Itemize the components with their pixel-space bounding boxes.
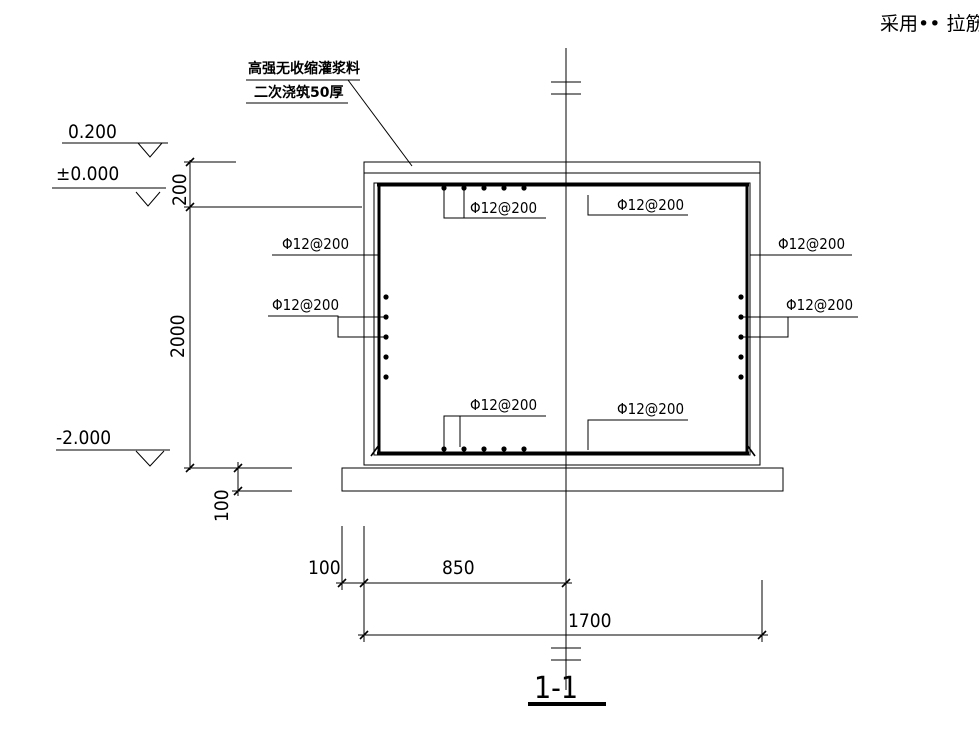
grout-note-line1: 高强无收缩灌浆料: [248, 60, 360, 77]
leader-line: [268, 315, 384, 338]
rebar-label-text: Φ12@200: [470, 396, 537, 414]
rebar-label-text: Φ12@200: [617, 196, 684, 214]
rebar-dot: [383, 374, 389, 380]
rebar-dot: [738, 334, 744, 340]
dim-text-base: 100: [211, 489, 233, 522]
pit-structure: [341, 161, 784, 492]
dim-tick: [359, 578, 369, 588]
rebar-dot: [461, 446, 467, 452]
dim-tick: [185, 463, 195, 473]
elevation-top: 0.200: [62, 121, 168, 158]
dim-tick: [337, 578, 347, 588]
rebar-label-left-lower: Φ12@200: [268, 296, 384, 338]
rebar-label-text: Φ12@200: [786, 296, 853, 314]
rebar-label-top-left: Φ12@200: [443, 190, 546, 219]
rebar-label-right-lower: Φ12@200: [743, 296, 858, 338]
rebar-cage: [370, 183, 756, 457]
dim-text-height: 2000: [167, 315, 189, 359]
dim-tick: [757, 630, 767, 640]
leader-line: [443, 415, 546, 447]
elevation-triangle-icon: [137, 142, 163, 158]
inner-wall-face: [373, 182, 751, 456]
rebar-label-text: Φ12@200: [272, 296, 339, 314]
rebar-dot: [383, 294, 389, 300]
leader-line: [587, 419, 688, 450]
grout-note-line2: 二次浇筑50厚: [254, 84, 343, 101]
rebar-dot: [738, 314, 744, 320]
rebar-label-text: Φ12@200: [282, 235, 349, 253]
rebar-label-bottom-right: Φ12@200: [587, 400, 688, 450]
leader-line: [587, 195, 688, 216]
rebar-label-left-upper: Φ12@200: [272, 235, 378, 256]
rebar-hook-left: [370, 444, 380, 457]
dim-tick: [185, 157, 195, 167]
rebar-label-text: Φ12@200: [617, 400, 684, 418]
base-slab: [341, 467, 784, 492]
dim-text-offset: 100: [308, 557, 341, 579]
rebar-dot: [738, 354, 744, 360]
outer-wall: [363, 172, 761, 466]
elevation-label: -2.000: [56, 427, 111, 449]
dim-tick: [185, 202, 195, 212]
rebar-label-bottom-left: Φ12@200: [443, 396, 546, 447]
grout-note: 高强无收缩灌浆料 二次浇筑50厚: [246, 60, 413, 167]
rebar-dot: [501, 446, 507, 452]
grout-note-leader: [347, 79, 413, 167]
elevation-triangle-icon: [135, 450, 165, 467]
section-label-text: 1-1: [534, 671, 578, 706]
elevation-label: 0.200: [68, 121, 117, 143]
dim-tick: [233, 463, 243, 473]
section-label: 1-1: [528, 671, 606, 706]
elevation-zero: ±0.000: [52, 163, 166, 207]
rebar-dot: [481, 446, 487, 452]
rebar-label-text: Φ12@200: [470, 199, 537, 217]
elevation-label: ±0.000: [56, 163, 119, 185]
rebar-dot: [481, 185, 487, 191]
rebar-hook-right: [746, 444, 756, 457]
dim-text-half-width: 850: [442, 557, 475, 579]
elevation-triangle-icon: [135, 191, 161, 207]
rebar-dot: [383, 314, 389, 320]
rebar-dot: [383, 334, 389, 340]
rebar-dot: [461, 185, 467, 191]
rebar-dot: [501, 185, 507, 191]
rebar-dot: [383, 354, 389, 360]
grout-topping-layer: [363, 161, 761, 174]
header-note: 采用•• 拉筋: [880, 13, 979, 35]
dim-text-full-width: 1700: [568, 610, 612, 632]
rebar-dot: [441, 446, 447, 452]
rebar-dots: [383, 185, 744, 452]
rebar-dot: [521, 185, 527, 191]
dim-tick: [561, 578, 571, 588]
rebar-label-right-upper: Φ12@200: [750, 235, 852, 256]
leader-line: [443, 190, 546, 219]
leader-line: [743, 316, 789, 338]
rebar-dot: [738, 374, 744, 380]
rebar-dot: [441, 185, 447, 191]
rebar-dot: [738, 294, 744, 300]
dim-text-topping: 200: [169, 173, 191, 206]
dim-tick: [359, 630, 369, 640]
rebar-label-text: Φ12@200: [778, 235, 845, 253]
dim-tick: [233, 486, 243, 496]
horizontal-dimensions: 100 850 1700: [308, 526, 768, 642]
elevation-bottom: -2.000: [56, 427, 170, 467]
rebar-dot: [521, 446, 527, 452]
vertical-dimensions: 200 2000 100: [167, 157, 362, 522]
rebar-label-top-right: Φ12@200: [587, 195, 688, 216]
